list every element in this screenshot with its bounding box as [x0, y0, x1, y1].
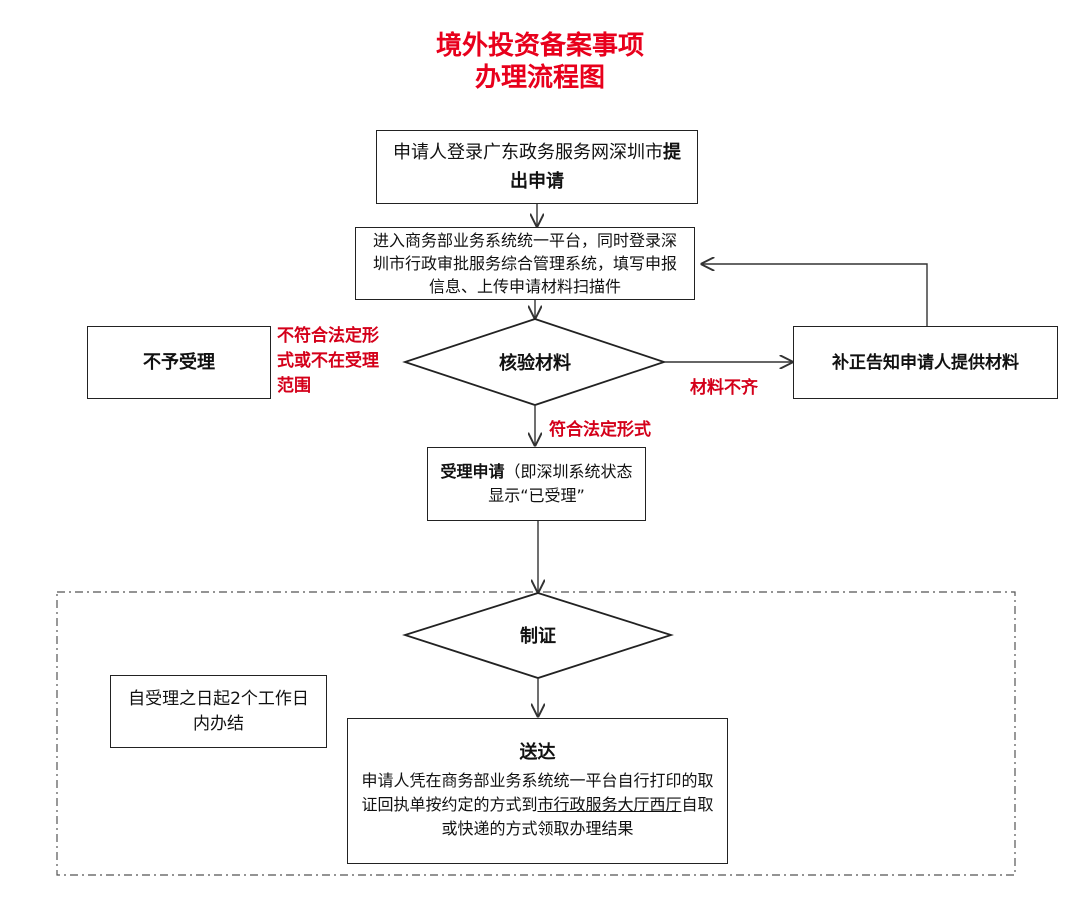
processing-region-border [56, 591, 1016, 876]
step-enter-system-text: 进入商务部业务系统统一平台，同时登录深圳市行政审批服务综合管理系统，填写申报信息… [372, 231, 677, 296]
step-submit-application: 申请人登录广东政务服务网深圳市提出申请 [376, 130, 698, 204]
deliver-title: 送达 [519, 742, 556, 763]
deliver-text: 申请人凭在商务部业务系统统一平台自行打印的取证回执单按约定的方式到市行政服务大厅… [358, 769, 717, 841]
accept-application-text-bold: 受理申请 [440, 462, 505, 481]
step-submit-application-text-b: 提出申请 [510, 142, 681, 192]
supplement-box: 补正告知申请人提供材料 [793, 326, 1058, 399]
supplement-condition-label: 材料不齐 [690, 378, 758, 398]
produce-certificate-label: 制证 [520, 626, 556, 647]
time-limit-box: 自受理之日起2个工作日内办结 [110, 675, 327, 748]
deliver-text-a: 申请人凭在商务部业务系统统一平台自行打印的取证回执单按约定的方式到 [361, 771, 714, 814]
diagram-title-line2: 办理流程图 [474, 63, 605, 93]
step-enter-system: 进入商务部业务系统统一平台，同时登录深圳市行政审批服务综合管理系统，填写申报信息… [355, 227, 695, 300]
step-submit-application-text: 申请人登录广东政务服务网深圳市提出申请 [393, 138, 681, 196]
diagram-title-line1: 境外投资备案事项 [435, 31, 644, 61]
accept-application-box: 受理申请（即深圳系统状态显示“已受理” [427, 447, 646, 521]
accept-application-text-rest: （即深圳系统状态显示“已受理” [488, 462, 633, 505]
accept-condition-label: 符合法定形式 [549, 420, 651, 440]
reject-condition-label: 不符合法定形式或不在受理范围 [277, 326, 379, 396]
verify-materials-label: 核验材料 [499, 353, 571, 374]
deliver-box: 送达 申请人凭在商务部业务系统统一平台自行打印的取证回执单按约定的方式到市行政服… [347, 718, 728, 864]
deliver-text-b: 自取或快递的方式领取办理结果 [441, 795, 714, 838]
deliver-text-location: 市行政服务大厅西厅 [537, 795, 682, 814]
reject-box: 不予受理 [87, 326, 271, 399]
step-submit-application-text-a: 申请人登录广东政务服务网深圳市 [393, 142, 663, 163]
arrow-supplement-step2 [702, 264, 928, 326]
accept-application-text: 受理申请（即深圳系统状态显示“已受理” [438, 460, 635, 508]
